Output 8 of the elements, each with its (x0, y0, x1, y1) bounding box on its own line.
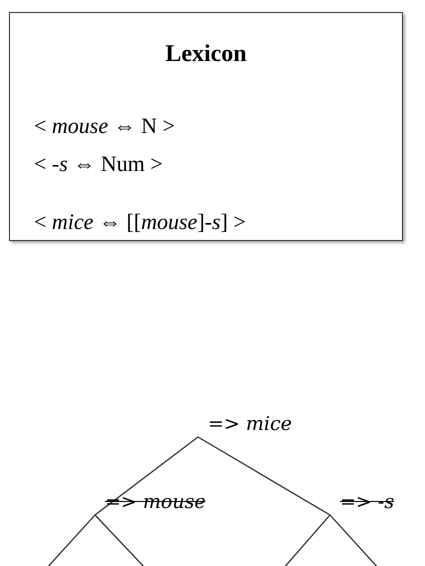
lexicon-entry: < -s ⇔ Num > (34, 151, 163, 177)
tree-node-label: => mice (208, 413, 292, 435)
tree-branch (94, 436, 198, 516)
lexicon-box (9, 12, 403, 241)
lexicon-entry: < mouse ⇔ N > (34, 113, 175, 139)
box-title: Lexicon (164, 41, 248, 68)
lexicon-entry: < mice ⇔ [[mouse]-s] > (34, 209, 246, 235)
tree-branch (198, 436, 330, 516)
